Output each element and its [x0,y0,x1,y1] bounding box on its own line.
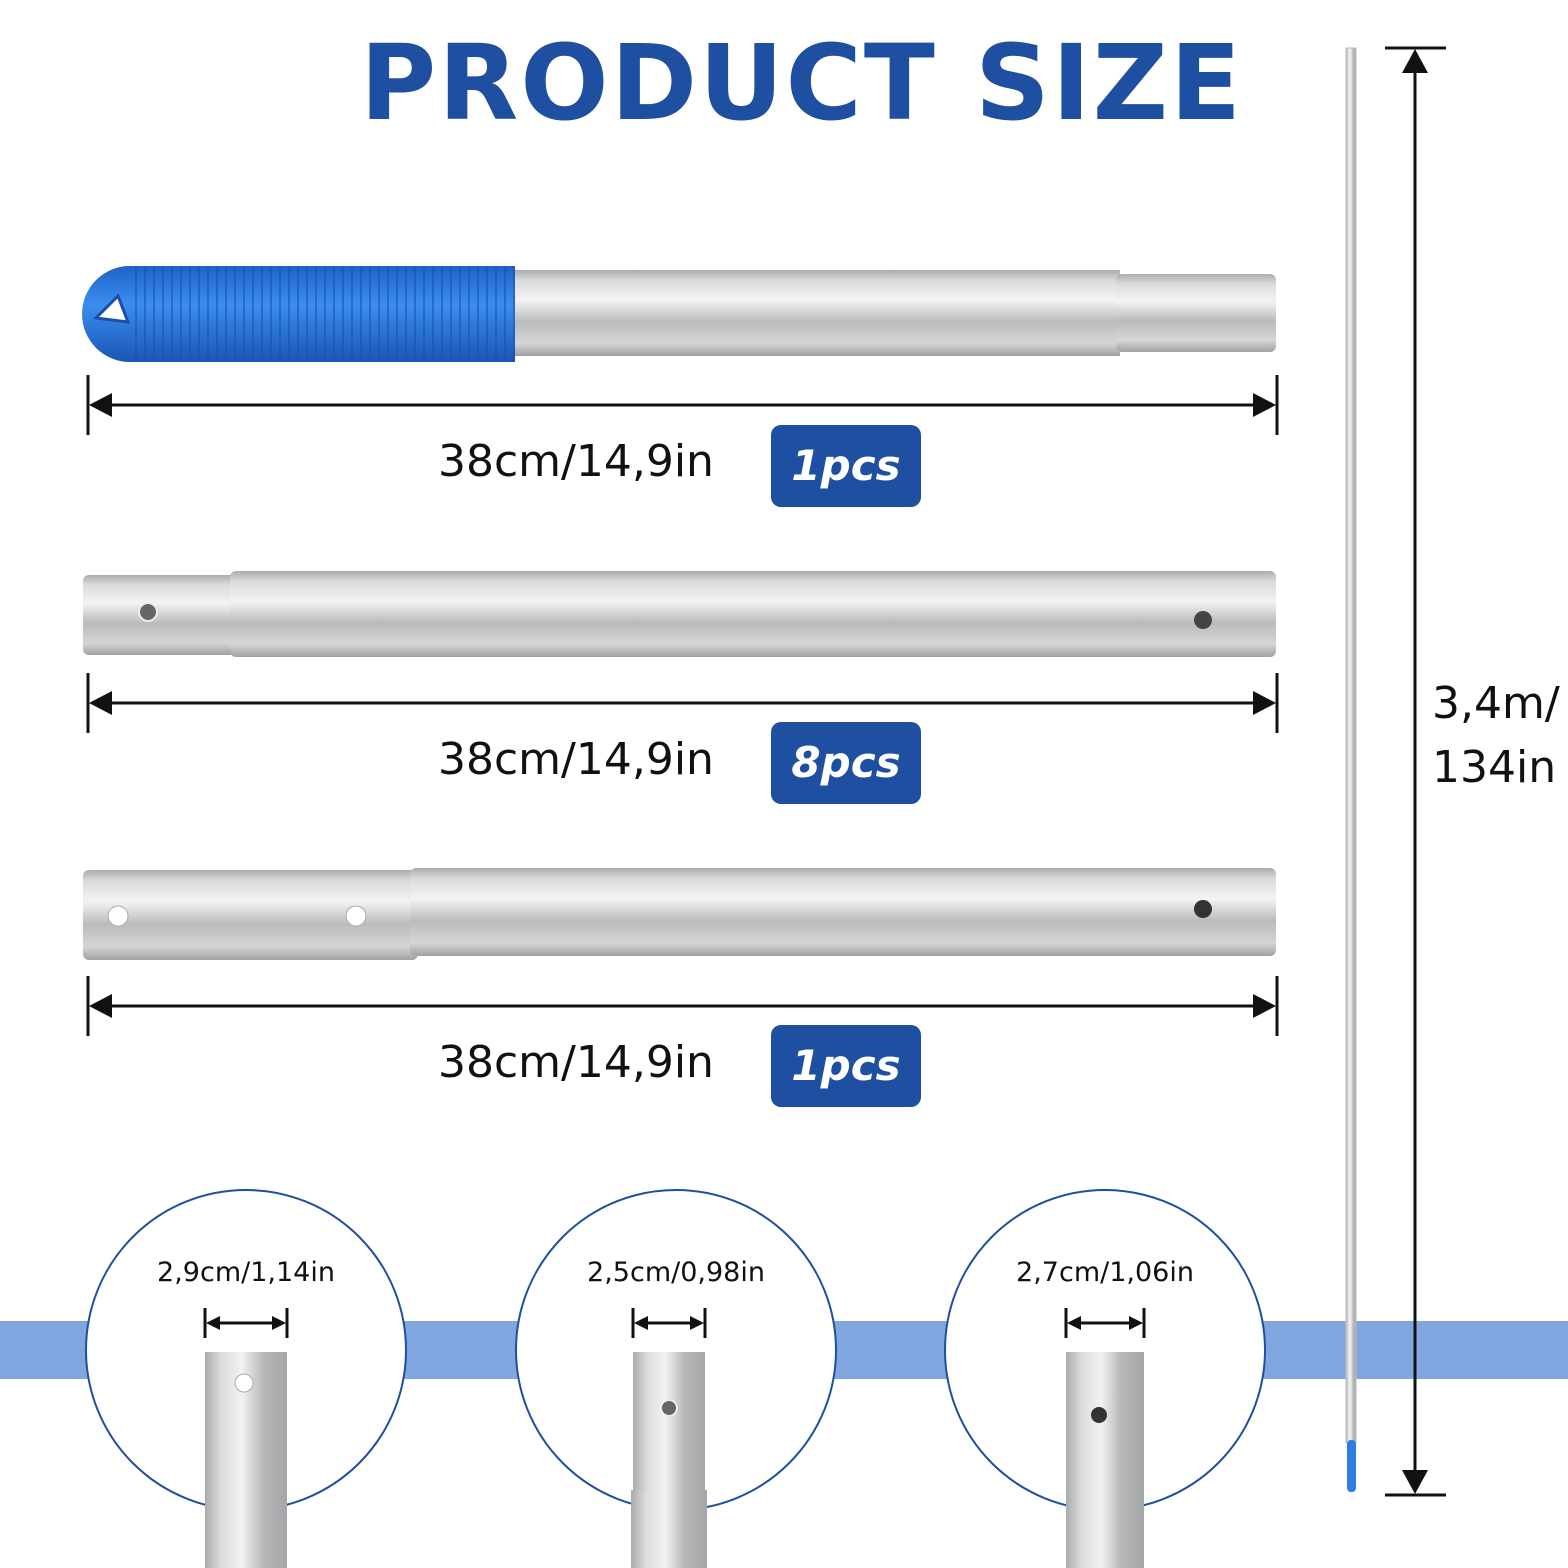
total-length-label: 3,4m/ 134in [1432,672,1568,800]
length-arrow-2 [86,673,1279,733]
segment-1-quantity-badge: 1pcs [771,425,921,507]
length-arrow-3 [86,976,1279,1036]
segment-end [83,868,1276,960]
segment-2-quantity-badge: 8pcs [771,722,921,804]
arrow-down-icon [1402,1470,1428,1494]
arrow-left-icon [89,994,112,1018]
diameter-arrow-1 [203,1308,289,1338]
segment-middle [83,571,1276,657]
total-length-line-1: 3,4m/ [1432,678,1560,729]
segment-2-length-label: 38cm/14,9in [438,734,714,785]
total-length-line-2: 134in [1432,742,1557,793]
segment-3-length-label: 38cm/14,9in [438,1037,714,1088]
hanging-hole [92,293,131,324]
diameter-arrow-3 [1064,1308,1146,1338]
total-length-arrow [1385,46,1446,1497]
diameter-label-2: 2,5cm/0,98in [587,1257,765,1288]
closeup-tube-3 [1066,1352,1144,1568]
arrow-up-icon [1402,49,1428,73]
arrow-right-icon [1253,994,1276,1018]
arrow-right-icon [1253,691,1276,715]
assembled-pole [1345,47,1357,1492]
closeup-tube-1 [205,1352,287,1568]
arrow-left-icon [89,691,112,715]
arrow-left-icon [89,393,112,417]
page-title: PRODUCT SIZE [360,22,1244,144]
length-arrow-1 [86,375,1279,435]
diameter-label-3: 2,7cm/1,06in [1016,1257,1194,1288]
segment-3-quantity-badge: 1pcs [771,1025,921,1107]
segment-handle [82,266,1276,362]
arrow-right-icon [1253,393,1276,417]
diameter-arrow-2 [631,1308,707,1338]
segment-1-length-label: 38cm/14,9in [438,436,714,487]
diameter-label-1: 2,9cm/1,14in [157,1257,335,1288]
closeup-tube-2 [631,1352,707,1568]
